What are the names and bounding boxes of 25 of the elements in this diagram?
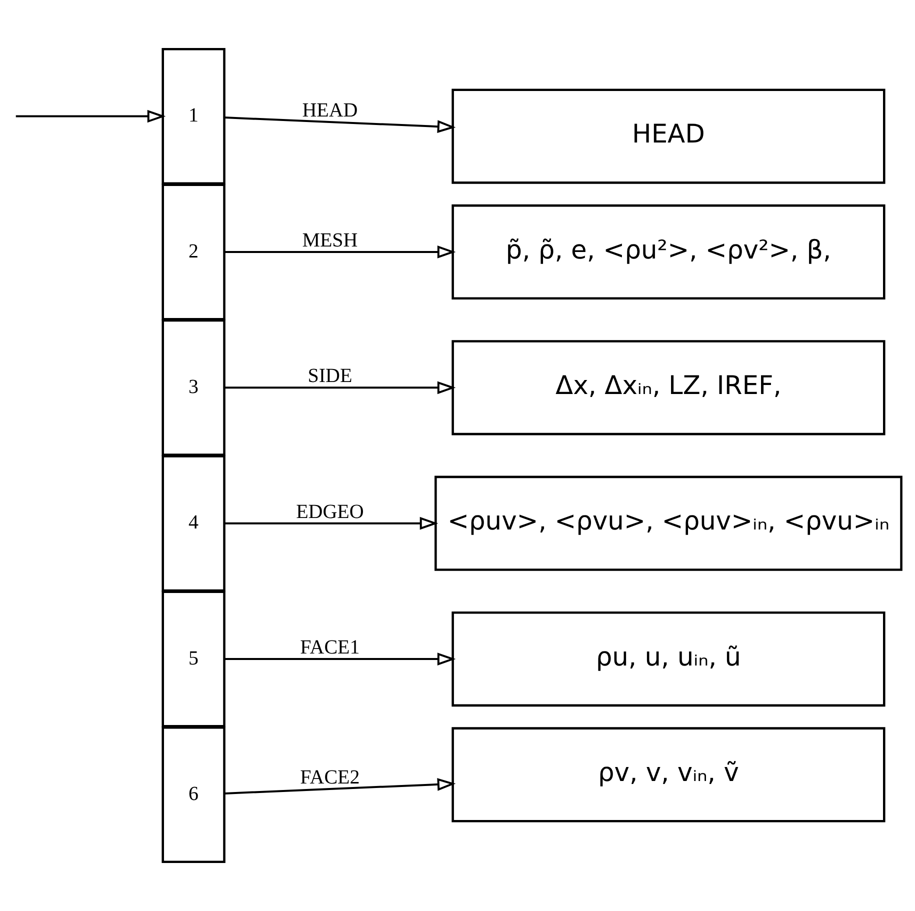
node-box: HEAD xyxy=(451,88,885,184)
edge-label: FACE1 xyxy=(300,636,360,659)
edge-label: FACE2 xyxy=(300,766,360,789)
arrow xyxy=(224,381,456,394)
edge-label: MESH xyxy=(302,230,358,252)
node-box: 2 xyxy=(161,184,225,320)
node-box: 6 xyxy=(161,726,225,863)
node-box: 5 xyxy=(161,590,225,728)
node-box: ρu, u, uᵢₙ, ũ xyxy=(451,611,885,707)
arrow xyxy=(224,116,456,133)
edge-label: EDGEO xyxy=(296,500,364,523)
node-box: 3 xyxy=(161,319,225,456)
node-box: ρv, v, vᵢₙ, ṽ xyxy=(451,727,885,822)
node-box: 4 xyxy=(161,455,225,592)
arrow xyxy=(224,652,456,666)
edge-label: HEAD xyxy=(302,100,358,122)
node-box: 1 xyxy=(161,48,225,185)
arrow xyxy=(224,516,438,530)
node-box: <ρuv>, <ρvu>, <ρuv>ᵢₙ, <ρvu>ᵢₙ xyxy=(434,476,902,571)
arrow xyxy=(224,246,456,258)
node-box: p̃, ρ̃, e, <ρu²>, <ρv²>, β, xyxy=(451,204,885,300)
edge-label: SIDE xyxy=(307,365,352,388)
node-box: Δx, Δxᵢₙ, LZ, IREF, xyxy=(451,340,885,436)
arrow xyxy=(224,778,456,794)
arrow xyxy=(15,110,166,123)
